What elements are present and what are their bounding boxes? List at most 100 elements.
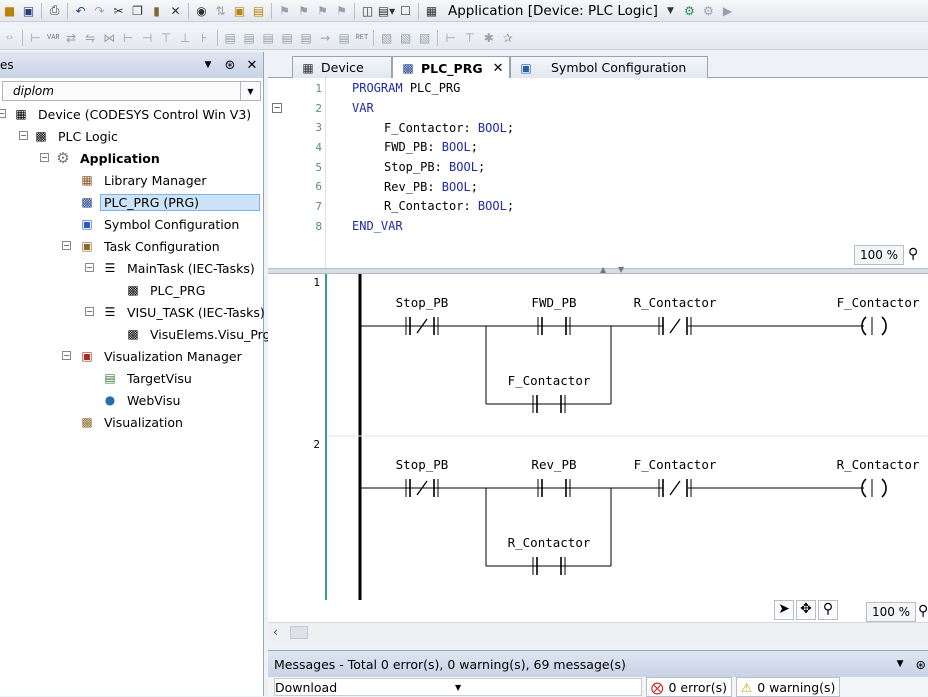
bookmark-clear-icon[interactable]: ⚑ [336,3,347,18]
toggle-comment-icon[interactable]: ✱ [483,30,494,45]
insert-jump-icon[interactable]: ▤ [262,30,274,45]
delete-icon[interactable]: ✕ [170,3,181,18]
contact-label[interactable]: Stop_PB [396,457,449,472]
print-icon[interactable]: ⎙ [49,3,60,17]
tree-item-visu-task[interactable]: − ☰ VISU_TASK (IEC-Tasks) [85,304,265,320]
tree-item-visualization-manager[interactable]: − ▣ Visualization Manager [62,348,242,364]
pan-tool-icon[interactable]: ✥ [796,600,816,620]
new-page-icon[interactable]: ☐ [400,3,411,18]
contact-label[interactable]: R_Contactor [508,535,591,550]
zoom-icon[interactable]: ⚲ [918,603,928,619]
insert-box-en-icon[interactable]: ▤ [338,30,350,45]
edge-icon[interactable]: ▧ [400,30,412,45]
tree-item-application[interactable]: − ⚙ Application [40,149,160,167]
collapse-icon[interactable]: − [85,307,94,316]
pin-icon[interactable]: ⊛ [915,656,926,672]
insert-network-below-icon[interactable]: ▤ [243,30,255,45]
horizontal-scrollbar[interactable]: ‹ [268,622,928,642]
var-button[interactable]: VAR [47,33,60,42]
toggle-mode-icon[interactable]: ✰ [502,30,513,45]
contact-label[interactable]: FWD_PB [531,295,576,310]
tree-item-maintask-plc-prg[interactable]: ▩ PLC_PRG [0,279,209,301]
tree-item-visualization[interactable]: ▩ Visualization [0,411,187,433]
declaration-zoom[interactable]: 100 % [854,245,904,265]
run-icon[interactable]: ▶ [722,3,733,18]
branch-start-icon[interactable]: ⊢ [445,30,456,45]
bookmark-next-icon[interactable]: ⚑ [317,3,328,18]
open-icon[interactable]: ■ [3,3,16,18]
collapse-icon[interactable]: − [62,241,71,250]
undo-icon[interactable]: ↶ [75,3,86,18]
add-object-icon[interactable]: ▤ [252,3,265,18]
chevron-down-icon[interactable]: ▼ [455,682,462,692]
project-selector[interactable]: diplom ▼ [2,81,261,101]
tree-item-visuelems[interactable]: ▩ VisuElems.Visu_Prg [0,323,275,345]
coil-label[interactable]: R_Contactor [837,457,920,472]
chevron-down-icon[interactable]: ▼ [666,5,674,16]
collapse-icon[interactable]: − [272,103,282,113]
panel-menu-icon[interactable]: ▼ [896,659,904,669]
close-tab-icon[interactable]: ✕ [492,60,504,76]
tree-item-library-manager[interactable]: ▦ Library Manager [0,169,210,191]
collapse-up-icon[interactable]: ▲ [600,265,607,274]
view-dropdown-icon[interactable]: ▤▾ [377,3,396,18]
warnings-filter-button[interactable]: ⚠ 0 warning(s) [735,677,841,697]
insert-output-icon[interactable]: → [320,30,331,45]
open-library-icon[interactable]: ▣ [233,3,246,18]
branch-end-icon[interactable]: ⊤ [464,30,475,45]
insert-contact-icon[interactable]: ⊢ [30,30,41,45]
insert-input-icon[interactable]: ▤ [300,30,312,45]
insert-network-icon[interactable]: ▤ [224,30,236,45]
build-icon[interactable]: ◫ [361,3,374,18]
pointer-tool-icon[interactable]: ➤ [774,600,794,620]
tab-device[interactable]: ▦ Device [292,56,392,78]
close-icon[interactable]: ✕ [246,57,258,73]
tree-item-plc-prg[interactable]: ▩ PLC_PRG (PRG) [0,191,260,213]
pin-icon[interactable]: ⊛ [224,57,236,73]
collapse-icon[interactable]: − [0,109,6,118]
logout-icon[interactable]: ⚙ [703,3,714,18]
tree-item-plc-logic[interactable]: − ▩ PLC Logic [19,128,118,144]
find-icon[interactable]: ◉ [196,3,207,18]
insert-box-icon[interactable]: ⇄ [66,30,77,45]
tab-plc-prg[interactable]: ▩ PLC_PRG ✕ [392,56,510,79]
errors-filter-button[interactable]: ⨂ 0 error(s) [646,677,732,697]
collapse-down-icon[interactable]: ▼ [618,265,625,274]
insert-variable-icon[interactable]: ‹› [5,32,14,43]
insert-parallel-icon[interactable]: ⇋ [85,30,96,45]
active-application-selector[interactable]: Application [Device: PLC Logic] [448,2,658,19]
set-reset-icon[interactable]: ▧ [419,30,431,45]
collapse-icon[interactable]: − [19,131,28,140]
insert-label-icon[interactable]: ▤ [281,30,293,45]
replace-icon[interactable]: ⇅ [215,3,226,18]
message-category-select[interactable]: Download ▼ [274,678,642,696]
collapse-icon[interactable]: − [85,263,94,272]
collapse-icon[interactable]: − [40,153,49,162]
coil-label[interactable]: F_Contactor [837,295,920,310]
tree-item-symbol-configuration[interactable]: ▣ Symbol Configuration [0,213,243,235]
network-number[interactable]: 2 [313,438,320,451]
insert-rising-icon[interactable]: ⊣ [141,30,153,45]
bookmark-prev-icon[interactable]: ⚑ [298,3,309,18]
login-icon[interactable]: ⚙ [684,3,695,18]
paste-icon[interactable]: ▮ [153,3,160,18]
tree-item-task-configuration[interactable]: − ▣ Task Configuration [62,238,220,254]
copy-icon[interactable]: ❐ [132,3,143,18]
chevron-down-icon[interactable]: ▼ [240,82,260,100]
zoom-icon[interactable]: ⚲ [908,246,919,262]
insert-coil-icon[interactable]: ⋈ [103,30,116,45]
scroll-left-icon[interactable]: ‹ [273,625,278,639]
network-number[interactable]: 1 [313,276,320,289]
tree-item-maintask[interactable]: − ☰ MainTask (IEC-Tasks) [85,260,255,276]
scroll-thumb[interactable] [290,626,308,639]
insert-negated-icon[interactable]: ⊢ [122,30,134,45]
contact-label[interactable]: F_Contactor [508,373,591,388]
tree-item-device[interactable]: − ▦ Device (CODESYS Control Win V3) [0,103,255,125]
cut-icon[interactable]: ✂ [113,3,124,18]
declaration-editor[interactable]: − 1 2 3 4 5 6 7 8 PROGRAM PLC_PRG VAR F_… [268,78,928,268]
tree-item-targetvisu[interactable]: ▤ TargetVisu [0,367,196,389]
ladder-zoom[interactable]: 100 % [866,602,916,622]
negate-icon[interactable]: ▧ [381,30,393,45]
editor-splitter[interactable]: ▲ ▼ [268,265,928,274]
